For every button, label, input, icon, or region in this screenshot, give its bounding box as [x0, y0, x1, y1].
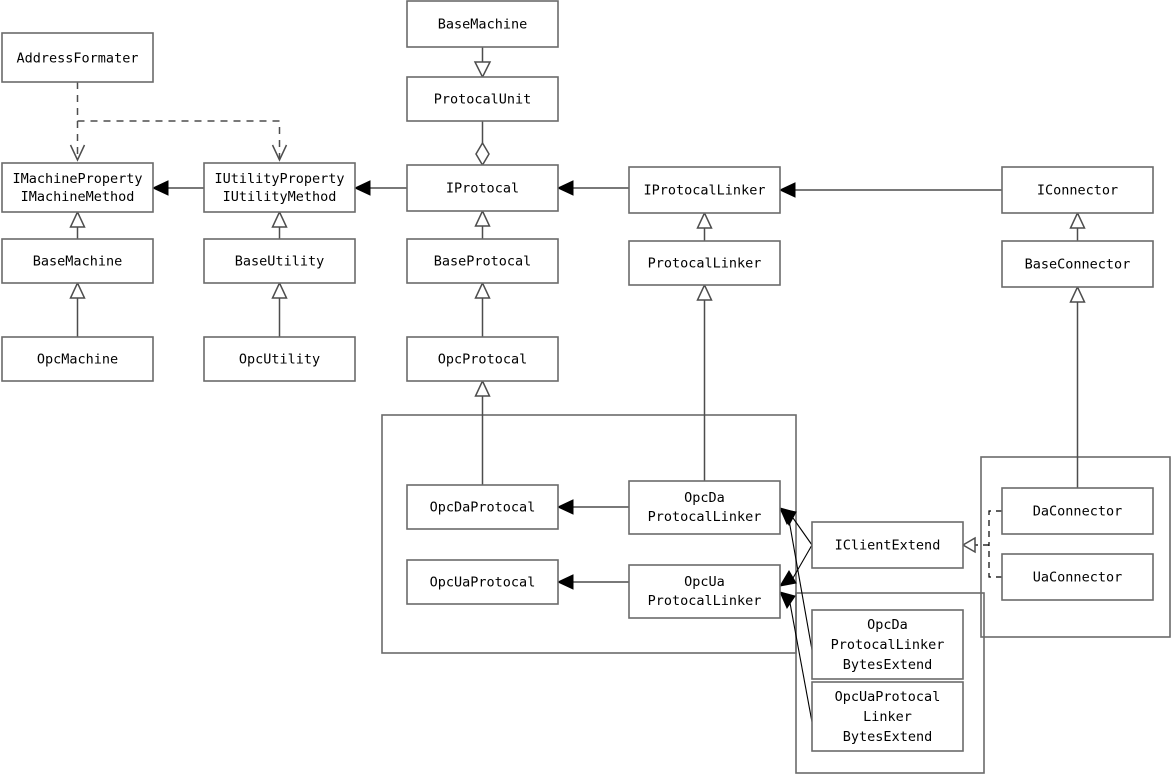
edge-OpcUaProtocalLinker-to-OpcUaProtocal	[556, 574, 629, 590]
node-IClientExtend[interactable]: IClientExtend	[811, 521, 964, 569]
edge-BaseConnector-to-IConnector	[1069, 211, 1086, 241]
edge-IUtilityProperty-to-IMachineProperty	[151, 180, 204, 196]
node-IProtocalLinker[interactable]: IProtocalLinker	[628, 166, 781, 214]
edge-BaseMachineTop-to-ProtocalUnit	[473, 47, 492, 79]
edge-OpcDaProtocal-to-OpcProtocal	[474, 379, 491, 485]
node-AddressFormater[interactable]: AddressFormater	[1, 32, 154, 83]
node-OpcProtocal[interactable]: OpcProtocal	[406, 336, 559, 382]
node-BaseMachineTop[interactable]: BaseMachine	[406, 0, 559, 48]
node-UaConnector[interactable]: UaConnector	[1001, 553, 1154, 601]
edge-OpcDaProtocalLinker-to-ProtocalLinker	[696, 283, 713, 481]
edge-AddressFormater-to-IMachineProperty	[69, 82, 86, 162]
edge-BaseProtocal-to-IProtocal	[474, 209, 491, 239]
node-ProtocalLinker[interactable]: ProtocalLinker	[628, 240, 781, 286]
edge-ProtocalLinker-to-IProtocalLinker	[696, 211, 713, 241]
edge-OpcUaProtocalLinkerBytesExtend-to-OpcUaProtocalLinker	[779, 591, 813, 723]
node-IProtocal[interactable]: IProtocal	[406, 164, 559, 212]
edge-AddressFormater-to-IUtilityProperty	[77, 120, 288, 162]
edge-DaConnector-to-BaseConnector	[1069, 285, 1086, 488]
group-protocal-linker-group	[381, 414, 797, 654]
edge-OpcMachine-to-BaseMachine	[69, 281, 86, 337]
node-DaConnector[interactable]: DaConnector	[1001, 487, 1154, 535]
edge-IProtocal-to-IUtilityProperty	[353, 180, 407, 196]
edge-ProtocalUnit-to-IProtocal	[475, 121, 490, 167]
edge-DaConnector-to-IClientExtend	[988, 510, 1002, 545]
group-bytes-extend-group	[795, 592, 985, 774]
edge-BaseUtility-to-IUtilityProperty	[271, 210, 288, 239]
node-BaseProtocal[interactable]: BaseProtocal	[406, 238, 559, 284]
edge-OpcProtocal-to-BaseProtocal	[474, 281, 491, 337]
edge-IConnector-to-IProtocalLinker	[778, 182, 1002, 198]
node-ProtocalUnit[interactable]: ProtocalUnit	[406, 76, 559, 122]
edges-layer	[69, 47, 1086, 723]
group-containers	[381, 414, 1171, 774]
edge-IClientExtend-to-OpcUaProtocalLinker	[778, 544, 813, 587]
edge-BaseMachine-to-IMachineProperty	[69, 210, 86, 239]
edge-OpcDaProtocalLinkerBytesExtend-to-OpcDaProtocalLinker	[779, 507, 813, 651]
group-connector-group	[980, 456, 1171, 638]
node-BaseMachine[interactable]: BaseMachine	[1, 238, 154, 284]
node-OpcMachine[interactable]: OpcMachine	[1, 336, 154, 382]
edge-OpcUtility-to-BaseUtility	[271, 281, 288, 337]
node-BaseUtility[interactable]: BaseUtility	[203, 238, 356, 284]
node-OpcUaProtocal[interactable]: OpcUaProtocal	[406, 559, 559, 605]
edge-UaConnector-to-IClientExtend	[961, 536, 1002, 578]
node-OpcUtility[interactable]: OpcUtility	[203, 336, 356, 382]
edge-IProtocalLinker-to-IProtocal	[556, 180, 629, 196]
edge-OpcDaProtocalLinker-to-OpcDaProtocal	[556, 499, 629, 515]
nodes-layer: AddressFormater BaseMachine ProtocalUnit…	[1, 0, 1154, 752]
node-BaseConnector[interactable]: BaseConnector	[1001, 240, 1154, 288]
node-OpcDaProtocal[interactable]: OpcDaProtocal	[406, 484, 559, 530]
node-IConnector[interactable]: IConnector	[1001, 166, 1154, 214]
